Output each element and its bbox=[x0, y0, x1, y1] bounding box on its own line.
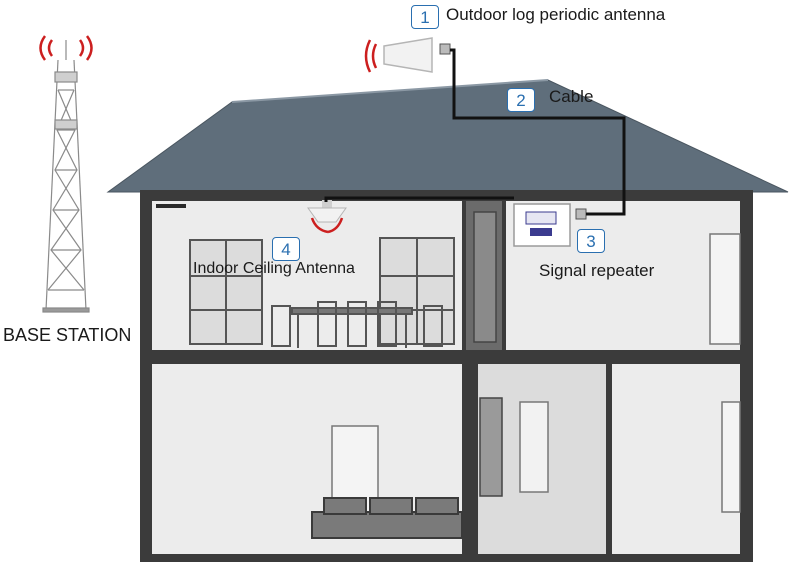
house-roof bbox=[106, 79, 789, 193]
tower-signal-waves-icon bbox=[39, 35, 93, 61]
base-station-tower bbox=[42, 40, 90, 313]
outdoor-antenna-icon bbox=[383, 37, 451, 73]
ceiling-antenna-icon bbox=[307, 200, 347, 223]
sofa bbox=[311, 497, 463, 539]
outdoor-antenna-waves-icon bbox=[364, 39, 378, 73]
cable-wall-bracket bbox=[156, 204, 186, 208]
callout-label-outdoor-antenna: Outdoor log periodic antenna bbox=[446, 5, 666, 24]
lower-right-door bbox=[721, 401, 741, 513]
callout-badge-3: 3 bbox=[577, 229, 605, 253]
callout-badge-2: 2 bbox=[507, 88, 535, 112]
callout-label-cable: Cable bbox=[549, 87, 594, 106]
callout-label-ceiling-antenna: Indoor Ceiling Antenna bbox=[193, 260, 355, 277]
signal-repeater-unit bbox=[513, 203, 587, 247]
dining-table bbox=[271, 301, 443, 348]
lower-hall-frame bbox=[519, 401, 549, 493]
upper-right-door bbox=[709, 233, 741, 345]
lower-right-room bbox=[612, 364, 740, 554]
ceiling-antenna-waves-icon bbox=[310, 217, 344, 234]
callout-label-signal-repeater: Signal repeater bbox=[539, 261, 655, 280]
window-left bbox=[189, 239, 263, 345]
callout-badge-1: 1 bbox=[411, 5, 439, 29]
lower-hall-door bbox=[479, 397, 503, 497]
callout-badge-4: 4 bbox=[272, 237, 300, 261]
base-station-label: BASE STATION bbox=[3, 325, 132, 345]
stair-door-upper bbox=[473, 211, 497, 343]
coax-cable bbox=[324, 48, 626, 216]
